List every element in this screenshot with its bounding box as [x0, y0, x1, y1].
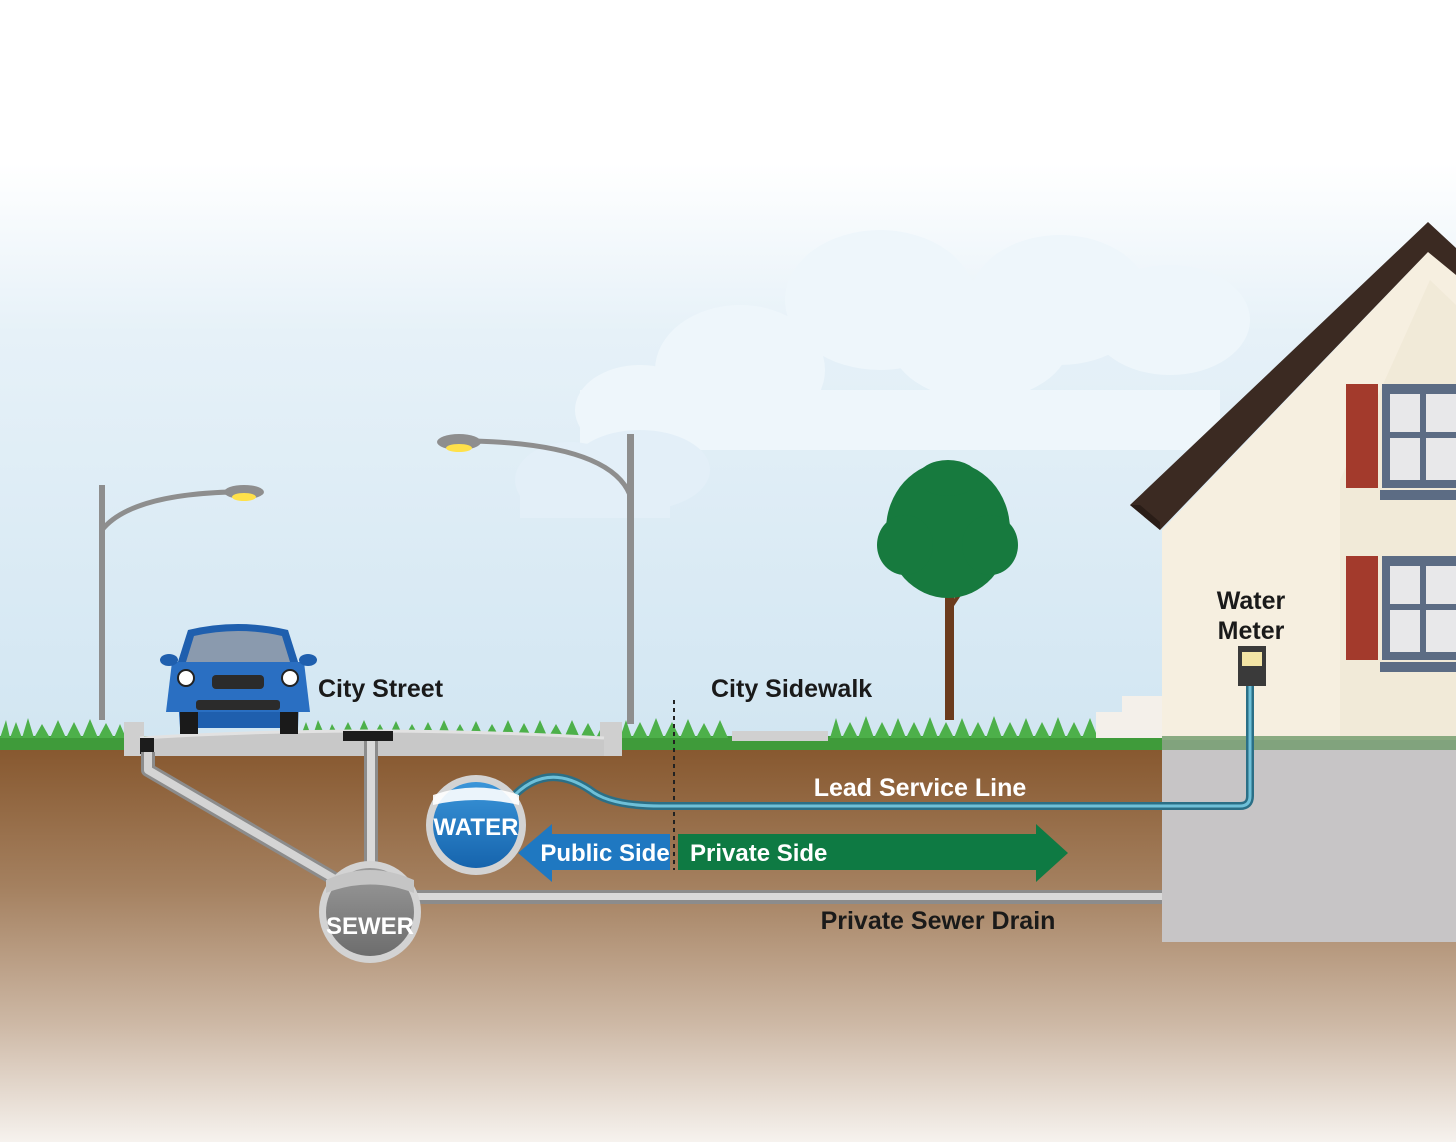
water-main-label: WATER — [434, 814, 519, 841]
water-meter-label-line2: Meter — [1218, 617, 1285, 645]
private-side-arrow: Private Side — [678, 824, 1068, 882]
public-side-arrow: Public Side — [518, 824, 670, 882]
lead-service-line-label: Lead Service Line — [814, 774, 1027, 802]
private-sewer-drain-label: Private Sewer Drain — [821, 907, 1056, 935]
city-sidewalk-label: City Sidewalk — [711, 675, 872, 703]
water-meter — [1238, 646, 1266, 686]
tree — [877, 460, 1018, 720]
house — [1096, 222, 1456, 942]
public-side-label: Public Side — [540, 840, 669, 867]
street-lamp-left — [99, 485, 264, 720]
lead-service-line-pipe — [506, 682, 1254, 810]
water-meter-label-line1: Water — [1217, 587, 1286, 615]
upper-shutter — [1346, 384, 1378, 488]
street-lamp-right — [437, 434, 634, 724]
sewer-pipes — [141, 741, 1162, 904]
sidewalk-slab — [732, 731, 828, 741]
private-side-label: Private Side — [690, 840, 827, 867]
sewer-main-label: SEWER — [326, 913, 414, 940]
car — [160, 624, 317, 734]
sewer-main: SEWER — [319, 861, 421, 963]
water-main: WATER — [426, 775, 526, 875]
lower-shutter — [1346, 556, 1378, 660]
city-street-label: City Street — [318, 675, 444, 703]
clouds — [575, 230, 1250, 455]
